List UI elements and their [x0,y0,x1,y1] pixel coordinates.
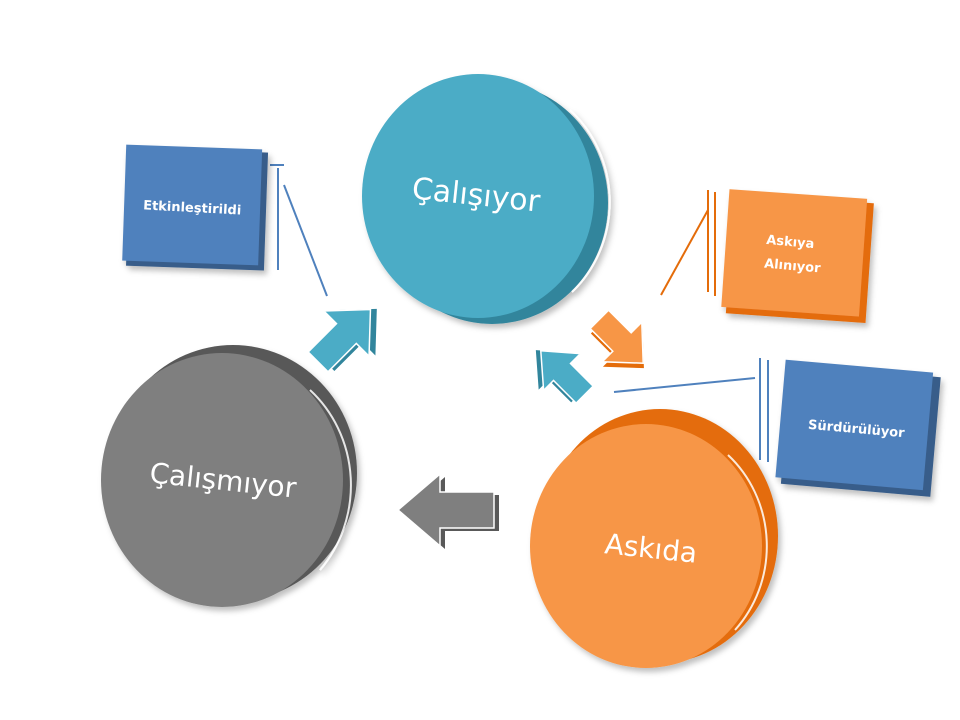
state-running-circle [362,74,611,324]
state-suspended-circle [530,409,778,668]
connector-suspending [660,190,716,296]
connector-resuming [613,358,769,462]
state-stopped-circle [101,345,357,607]
box-suspending [721,189,874,324]
arrow-suspended-to-running [535,349,595,405]
box-enabled [122,144,269,271]
connector-enabled [270,164,328,297]
box-suspending-label-1: Askıya [766,233,815,252]
box-resuming [775,359,941,497]
arrow-running-to-suspended [589,309,644,369]
arrow-stopped-to-running [307,308,377,373]
box-enabled-label: Etkinleştirildi [143,198,242,218]
box-suspending-label-2: Alınıyor [764,257,822,277]
arrow-suspended-to-stopped [396,472,499,549]
